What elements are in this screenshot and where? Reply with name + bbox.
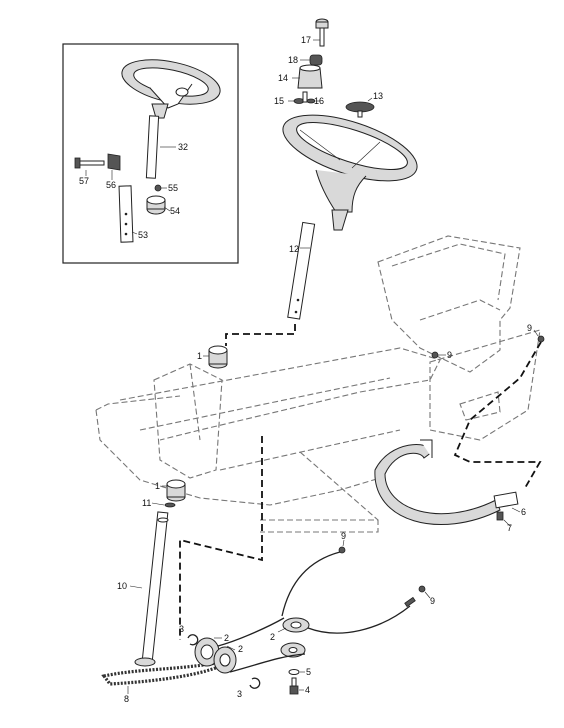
bolt-4	[289, 677, 299, 695]
steering-gear-shaft	[134, 511, 169, 667]
nut-9-cable-left	[338, 546, 346, 554]
inset-lower-shaft	[118, 185, 134, 243]
adapter	[297, 64, 323, 89]
retaining-ring-3-upper	[187, 634, 199, 646]
callout-18: 18	[288, 55, 298, 65]
inset-clamp	[107, 153, 121, 171]
bushing-lower	[166, 479, 186, 502]
sprocket-right	[213, 646, 237, 674]
cable-to-band	[307, 605, 411, 634]
callout-53: 53	[138, 230, 148, 240]
callout-4: 4	[305, 685, 310, 695]
callout-2-pulley: 2	[270, 632, 275, 642]
callout-3-upper: 3	[179, 624, 184, 634]
callout-14: 14	[278, 73, 288, 83]
inset-steering-wheel	[121, 59, 221, 109]
steering-cap-screw	[315, 18, 329, 47]
steering-wheel	[282, 114, 418, 213]
frame-bolt-9	[431, 351, 439, 359]
inset-bolt	[74, 157, 105, 169]
retaining-ring-3-lower	[249, 677, 261, 689]
callout-57: 57	[79, 176, 89, 186]
callout-10: 10	[117, 581, 127, 591]
bushing-upper	[208, 345, 228, 369]
callout-55: 55	[168, 183, 178, 193]
callout-15: 15	[274, 96, 284, 106]
hidden-connection-shaft	[225, 324, 296, 346]
pulley-lower	[280, 642, 306, 658]
inset-box: 32 57 56 55 54 53	[62, 43, 239, 264]
callout-54: 54	[170, 206, 180, 216]
callout-16: 16	[314, 96, 324, 106]
callout-56: 56	[106, 180, 116, 190]
washer-11	[164, 502, 176, 508]
nut-9-cable-right	[418, 585, 426, 593]
spacer	[309, 54, 323, 66]
pulley-upper	[282, 617, 310, 633]
callout-1-lower: 1	[155, 481, 160, 491]
callout-2-sprocket-rear: 2	[238, 644, 243, 654]
callout-1-upper: 1	[197, 351, 202, 361]
callout-8: 8	[124, 694, 129, 704]
callout-9-cable-right: 9	[430, 596, 435, 606]
tractor-frame	[95, 235, 541, 533]
callout-11: 11	[142, 498, 151, 508]
bolt-7	[496, 511, 504, 521]
callout-13: 13	[373, 91, 383, 101]
callout-7: 7	[507, 523, 512, 533]
washer-5	[288, 669, 300, 675]
cable-lower-run	[229, 653, 306, 673]
callout-6: 6	[521, 507, 526, 517]
callout-32: 32	[178, 142, 188, 152]
steering-wheel-insert	[345, 101, 375, 118]
brake-band	[374, 439, 519, 525]
nut-9-upper-right	[537, 335, 545, 343]
callout-5: 5	[306, 667, 311, 677]
callout-2-sprocket: 2	[224, 633, 229, 643]
callout-9-upper-right: 9	[527, 323, 532, 333]
cable-to-frame	[281, 551, 341, 617]
callout-17: 17	[301, 35, 311, 45]
callout-9-cable-left: 9	[341, 531, 346, 541]
inset-bushing	[146, 195, 166, 215]
washer-pair	[293, 91, 316, 104]
inset-steering-shaft	[145, 103, 169, 179]
callout-9-frame: 9	[447, 350, 452, 360]
callout-12: 12	[289, 244, 299, 254]
hidden-connection-right	[453, 341, 542, 489]
inset-nut	[154, 184, 162, 192]
steering-shaft	[287, 209, 349, 320]
cable-upper-run	[217, 617, 285, 647]
hidden-connection-lower	[179, 436, 263, 640]
callout-3-lower: 3	[237, 689, 242, 699]
